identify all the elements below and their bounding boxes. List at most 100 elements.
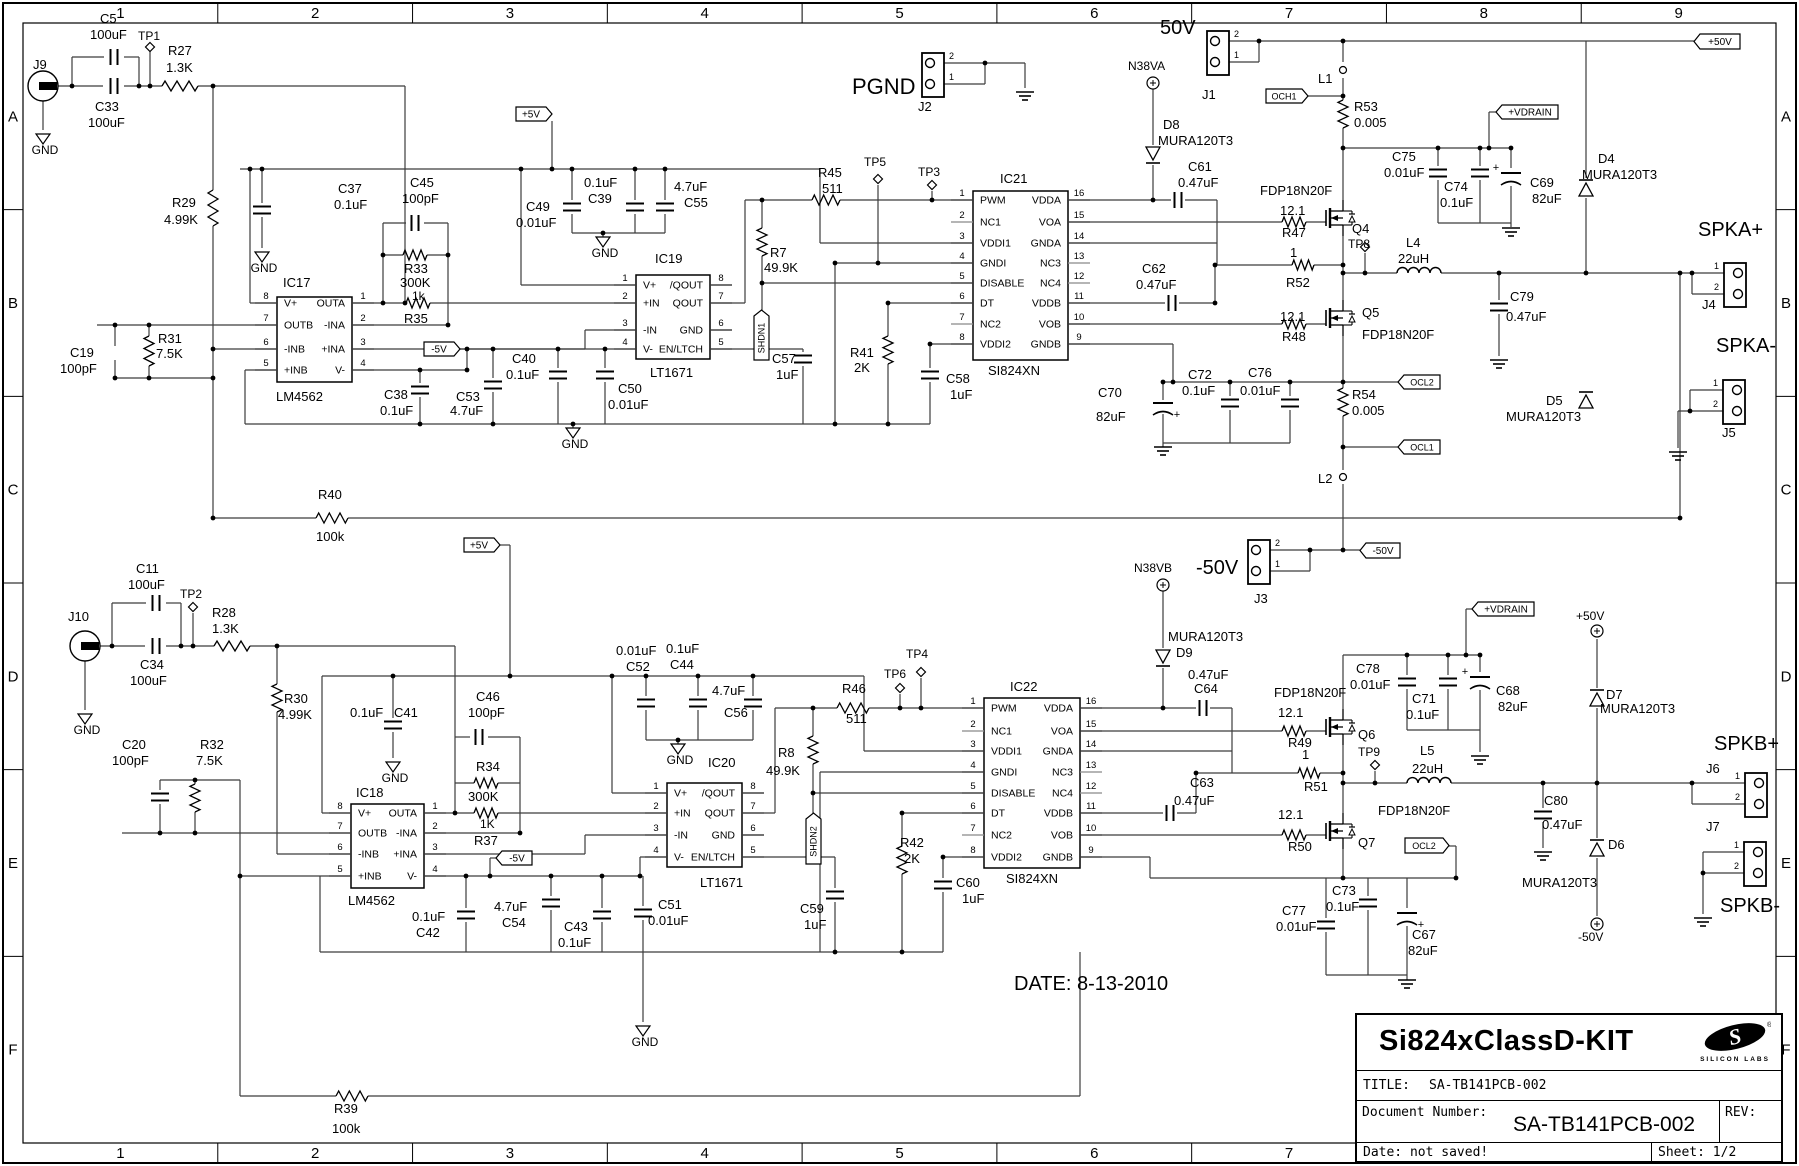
component-label: TP9 [1358,745,1381,759]
diode-symbol [1577,181,1595,197]
component-label: C20 [122,737,146,752]
component-label: D4 [1598,151,1615,166]
ic-pin-number: 10 [1074,312,1085,323]
junction-dot [1486,145,1492,151]
component-label: 49.9K [764,260,798,275]
junction-dot [1362,270,1368,276]
ic-pin-number: 6 [337,842,342,853]
svg-text:S: S [1726,1023,1744,1050]
component-label: 4.7uF [450,403,484,418]
junction-dot [643,673,649,679]
ic-box-IC22[interactable] [983,697,1081,869]
component-label: R52 [1286,275,1310,290]
component-label: R51 [1304,779,1328,794]
grid-column-label: 7 [1285,1145,1293,1162]
ic-pin-number: 1 [360,291,365,302]
grid-column-label: 3 [506,5,514,22]
resistor-symbol [315,511,349,525]
net-flag[interactable] [753,309,770,361]
resistor-symbol [473,776,499,790]
junction-dot [1340,379,1346,385]
junction-dot [1170,379,1176,385]
junction-dot [599,873,605,879]
net-flag[interactable] [1397,374,1441,390]
component-label: LM4562 [348,893,395,908]
grid-row-label: D [8,668,19,685]
ic-box-IC21[interactable] [972,190,1069,361]
component-label: C42 [416,925,440,940]
ic-box-IC18[interactable] [350,803,425,889]
component-label: 0.01uF [1276,919,1317,934]
junction-dot [417,367,423,373]
net-flag[interactable] [1404,837,1450,854]
junction-dot [517,830,523,836]
net-flag[interactable] [1495,104,1559,120]
junction-dot [1340,780,1346,786]
net-flag[interactable] [1397,439,1441,455]
component-label: MURA120T3 [1506,409,1582,424]
ground-label: GND [32,143,59,157]
resistor-symbol [1281,317,1307,331]
junction-dot [1463,652,1469,658]
net-flag[interactable] [805,812,822,865]
connector-pin-number: 2 [1234,29,1239,39]
component-label: Q5 [1362,305,1380,320]
ic-box-IC19[interactable] [635,274,711,360]
component-label: R45 [818,165,842,180]
date-row: Date: not saved! Sheet: 1/2 [1357,1143,1781,1161]
component-label: J2 [918,99,932,114]
net-flag-label: -5V [509,854,525,865]
net-flag[interactable] [495,850,533,866]
ic-pin-name: V- [335,365,345,377]
net-flag[interactable] [1693,33,1741,50]
net-flag[interactable] [423,341,461,357]
ic-box-IC20[interactable] [666,782,743,868]
ic-pin-name: -INA [396,828,417,840]
junction-dot [1340,444,1346,450]
junction-dot [1340,93,1346,99]
diode-symbol [1154,649,1172,665]
component-label: 0.47uF [1174,793,1215,808]
component-label: L2 [1318,471,1333,486]
connector-pin-circle [924,57,936,69]
junction-dot [247,166,253,172]
component-label: D5 [1546,393,1563,408]
ic-pin-number: 13 [1074,251,1085,262]
component-label: 100pF [112,753,149,768]
component-label: SPKB+ [1714,733,1780,755]
ic-box-IC17[interactable] [276,296,353,383]
ic-pin-number: 5 [263,358,268,369]
junction-dot [274,643,280,649]
ic-pin-name: GNDB [1043,852,1073,864]
net-flag-label: -50V [1372,546,1393,557]
component-label: C62 [1142,261,1166,276]
ground-label: GND [382,771,409,785]
component-label: C60 [956,875,980,890]
diode-symbol [1588,691,1606,707]
ic-pin-name: VOB [1039,319,1061,331]
ic-pin-name: QOUT [673,298,704,310]
connector-pin-number: 2 [1275,538,1280,548]
component-label: C68 [1496,683,1520,698]
net-flag[interactable] [463,537,501,553]
net-flag[interactable] [1265,88,1309,104]
ic-pin-name: PWM [980,195,1006,207]
net-flag[interactable] [1471,601,1535,617]
component-label: C49 [526,199,550,214]
ic-pin-number: 5 [718,337,723,348]
ic-pin-number: 2 [360,313,365,324]
ic-pin-number: 16 [1074,188,1085,199]
component-label: -50V [1196,557,1239,579]
net-flag[interactable] [515,106,553,122]
ic-pin-number: 5 [750,845,755,856]
ic-pin-number: 12 [1074,271,1085,282]
ic-pin-number: 11 [1086,801,1096,812]
net-flag-label: -5V [431,345,447,356]
net-flag[interactable] [1359,542,1401,559]
body-diode [1348,214,1356,223]
component-label: 100pF [60,361,97,376]
component-label: C70 [1098,385,1122,400]
resistor-symbol [188,783,202,813]
connector-pin-number: 1 [1734,840,1739,850]
component-label: 49.9K [766,763,800,778]
